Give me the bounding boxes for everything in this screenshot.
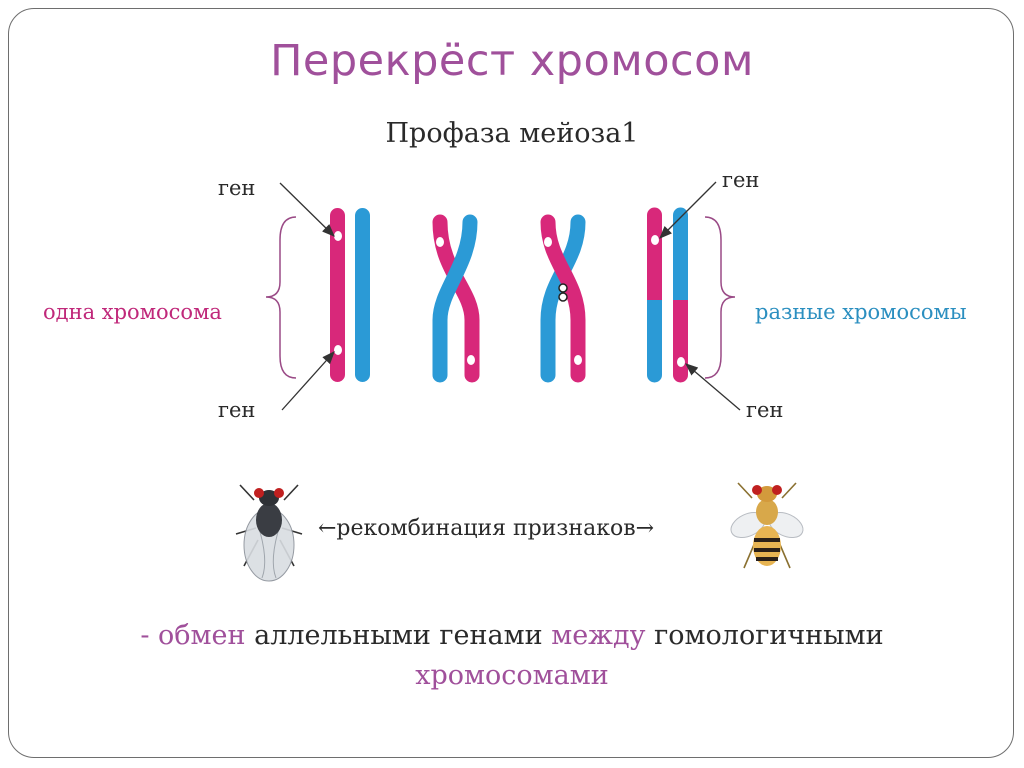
gene-label-top-right: ген — [722, 168, 760, 192]
definition-line-2: хромосомами — [0, 660, 1024, 691]
blue-chromosome-1 — [355, 208, 370, 382]
magenta-chromosome-1 — [330, 208, 345, 382]
gene-marker-bottom-right — [677, 357, 685, 367]
recombination-label: ←рекомбинация признаков→ — [318, 516, 655, 541]
recombinant-chromosome-left-bottom — [647, 300, 662, 383]
left-brace — [265, 216, 297, 379]
gene-marker — [436, 237, 444, 247]
arrow-gene-top-right — [659, 181, 717, 239]
one-chromosome-label: одна хромосома — [43, 300, 222, 324]
gene-label-top-left: ген — [218, 176, 256, 200]
different-chromosomes-label: разные хромосомы — [755, 300, 967, 324]
gene-marker-top-left — [334, 231, 342, 241]
recombinant-chromosome-right — [673, 207, 688, 300]
gene-label-bottom-left: ген — [218, 398, 256, 422]
definition-between: между — [551, 620, 646, 651]
slide-frame — [8, 8, 1014, 758]
yellow-fruit-fly — [730, 482, 804, 569]
slide-subtitle: Профаза мейоза1 — [385, 118, 639, 149]
dark-fruit-fly — [235, 484, 303, 582]
blue-chromosome-2 — [432, 214, 478, 383]
slide-title: Перекрёст хромосом — [270, 36, 754, 86]
chromosome-pair-4 — [647, 207, 688, 383]
definition-chromosomes: хромосомами — [415, 660, 609, 691]
arrow-gene-top-left — [279, 182, 335, 237]
definition-allelic-genes: аллельными генами — [245, 620, 552, 651]
chromosome-pair-1 — [330, 208, 370, 382]
gene-marker-bottom-left — [334, 345, 342, 355]
chromosome-pair-3 — [540, 214, 586, 383]
arrow-gene-bottom-left — [281, 351, 335, 411]
arrow-gene-bottom-right — [685, 363, 741, 411]
chromosome-pair-2 — [432, 214, 480, 383]
recombinant-chromosome-right-bottom — [673, 300, 688, 383]
definition-homologous: гомологичными — [645, 620, 884, 651]
gene-marker-top-right — [651, 235, 659, 245]
recombinant-chromosome-left — [647, 207, 662, 300]
magenta-chromosome-3 — [540, 214, 586, 383]
gene-marker — [574, 355, 582, 365]
chiasma-point — [558, 283, 568, 302]
right-brace — [704, 216, 736, 379]
definition-exchange: - обмен — [140, 620, 246, 651]
gene-marker — [544, 237, 552, 247]
gene-marker — [467, 355, 475, 365]
gene-label-bottom-right: ген — [746, 398, 784, 422]
definition-line-1: - обмен аллельными генами между гомологи… — [0, 620, 1024, 651]
